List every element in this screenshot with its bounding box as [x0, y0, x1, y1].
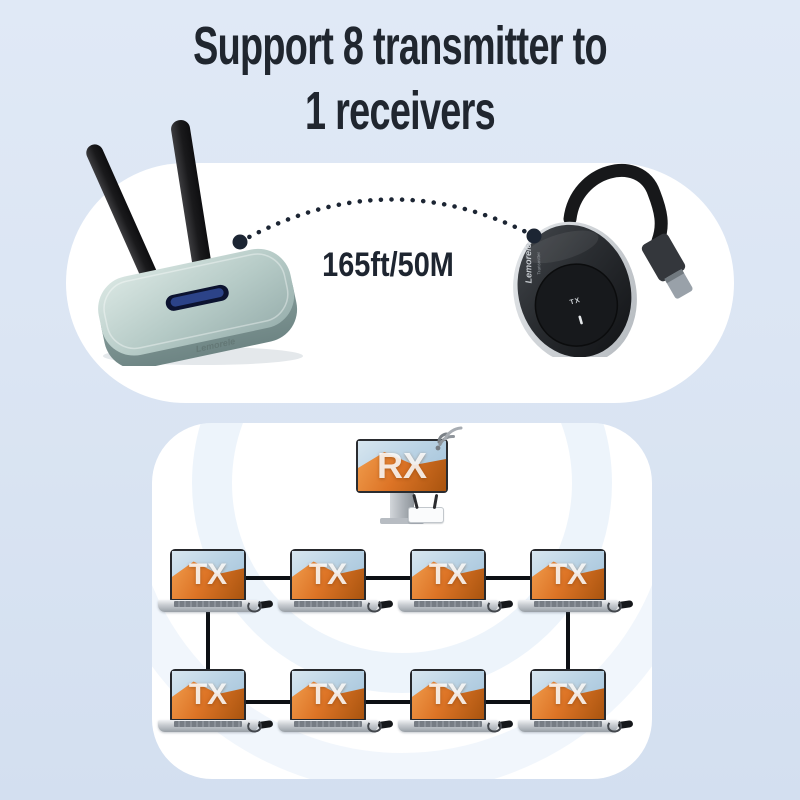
- transmitter-brand-label: Lemorele: [523, 243, 534, 283]
- laptop-wallpaper: [532, 551, 604, 599]
- tx-laptop-5: TX: [158, 669, 274, 732]
- tx-label: TX: [308, 558, 348, 591]
- tx-dongle: [257, 599, 274, 610]
- laptop-screen: TX: [530, 549, 606, 601]
- laptop-screen: TX: [410, 669, 486, 721]
- laptop-base: [158, 600, 258, 612]
- tx-row-2: TX TX TX TX: [158, 669, 634, 732]
- range-arc: [232, 197, 542, 250]
- tx-label: TX: [548, 558, 588, 591]
- transmitter-device-photo: TX Lemorele Transmitter: [513, 163, 693, 357]
- tx-label: TX: [188, 678, 228, 711]
- tx-dongle: [497, 599, 514, 610]
- laptop-wallpaper: [412, 551, 484, 599]
- tx-dongle: [257, 719, 274, 730]
- laptop-wallpaper: [292, 671, 364, 719]
- laptop-base: [518, 600, 618, 612]
- laptop-wallpaper: [172, 671, 244, 719]
- rx-monitor: RX: [354, 426, 463, 524]
- connector-row1: [208, 576, 568, 580]
- tx-laptop-3: TX: [398, 549, 514, 612]
- laptop-screen: TX: [290, 549, 366, 601]
- laptop-screen: TX: [530, 669, 606, 721]
- tx-label: TX: [308, 678, 348, 711]
- tx-laptop-8: TX: [518, 669, 634, 732]
- tx-laptop-2: TX: [278, 549, 394, 612]
- transmitter-model-label: Transmitter: [536, 251, 541, 274]
- rx-label: RX: [376, 445, 427, 486]
- tx-label: TX: [548, 678, 588, 711]
- tx-label: TX: [428, 558, 468, 591]
- laptop-wallpaper: [532, 671, 604, 719]
- rx-antenna-box: [408, 507, 444, 523]
- laptop-base: [398, 600, 498, 612]
- tx-dongle: [377, 719, 394, 730]
- tx-laptop-7: TX: [398, 669, 514, 732]
- laptop-base: [278, 720, 378, 732]
- title-line-1: Support 8 transmitter to: [193, 16, 607, 76]
- laptop-base: [398, 720, 498, 732]
- tx-dongle: [377, 599, 394, 610]
- receiver-body: Lemorele: [98, 248, 298, 366]
- transmitter-tx-mark: TX: [569, 297, 581, 307]
- laptop-base: [278, 600, 378, 612]
- transmitter-led: [578, 315, 583, 325]
- connector-right: [566, 578, 570, 702]
- laptop-wallpaper: [412, 671, 484, 719]
- laptop-wallpaper: [172, 551, 244, 599]
- laptop-screen: TX: [170, 549, 246, 601]
- distance-label: 165ft/50M: [322, 246, 454, 284]
- connector-row2: [208, 700, 568, 704]
- title-line-2: 1 receivers: [305, 80, 496, 141]
- tx-laptop-4: TX: [518, 549, 634, 612]
- transmitter-pair-button: [534, 263, 619, 347]
- usb-c-plug: [641, 233, 693, 299]
- receiver-device-photo: Lemorele: [86, 120, 303, 366]
- network-diagram-panel: RX TX TX: [152, 423, 652, 779]
- transmitter-cable: [563, 163, 668, 248]
- rx-wallpaper: [358, 441, 446, 491]
- tx-row-1: TX TX TX TX: [158, 549, 634, 612]
- laptop-base: [518, 720, 618, 732]
- laptop-wallpaper: [292, 551, 364, 599]
- laptop-screen: TX: [410, 549, 486, 601]
- tx-label: TX: [188, 558, 228, 591]
- page-title: Support 8 transmitter to 1 receivers: [120, 14, 680, 144]
- rx-monitor-screen: RX: [356, 439, 448, 493]
- laptop-screen: TX: [170, 669, 246, 721]
- connector-left: [206, 578, 210, 702]
- laptop-screen: TX: [290, 669, 366, 721]
- tx-laptop-1: TX: [158, 549, 274, 612]
- laptop-base: [158, 720, 258, 732]
- tx-label: TX: [428, 678, 468, 711]
- wifi-icon: [435, 426, 463, 451]
- tx-dongle: [497, 719, 514, 730]
- transmitter-puck: TX Lemorele Transmitter: [513, 221, 637, 357]
- rx-monitor-base: [380, 518, 424, 524]
- tx-laptop-6: TX: [278, 669, 394, 732]
